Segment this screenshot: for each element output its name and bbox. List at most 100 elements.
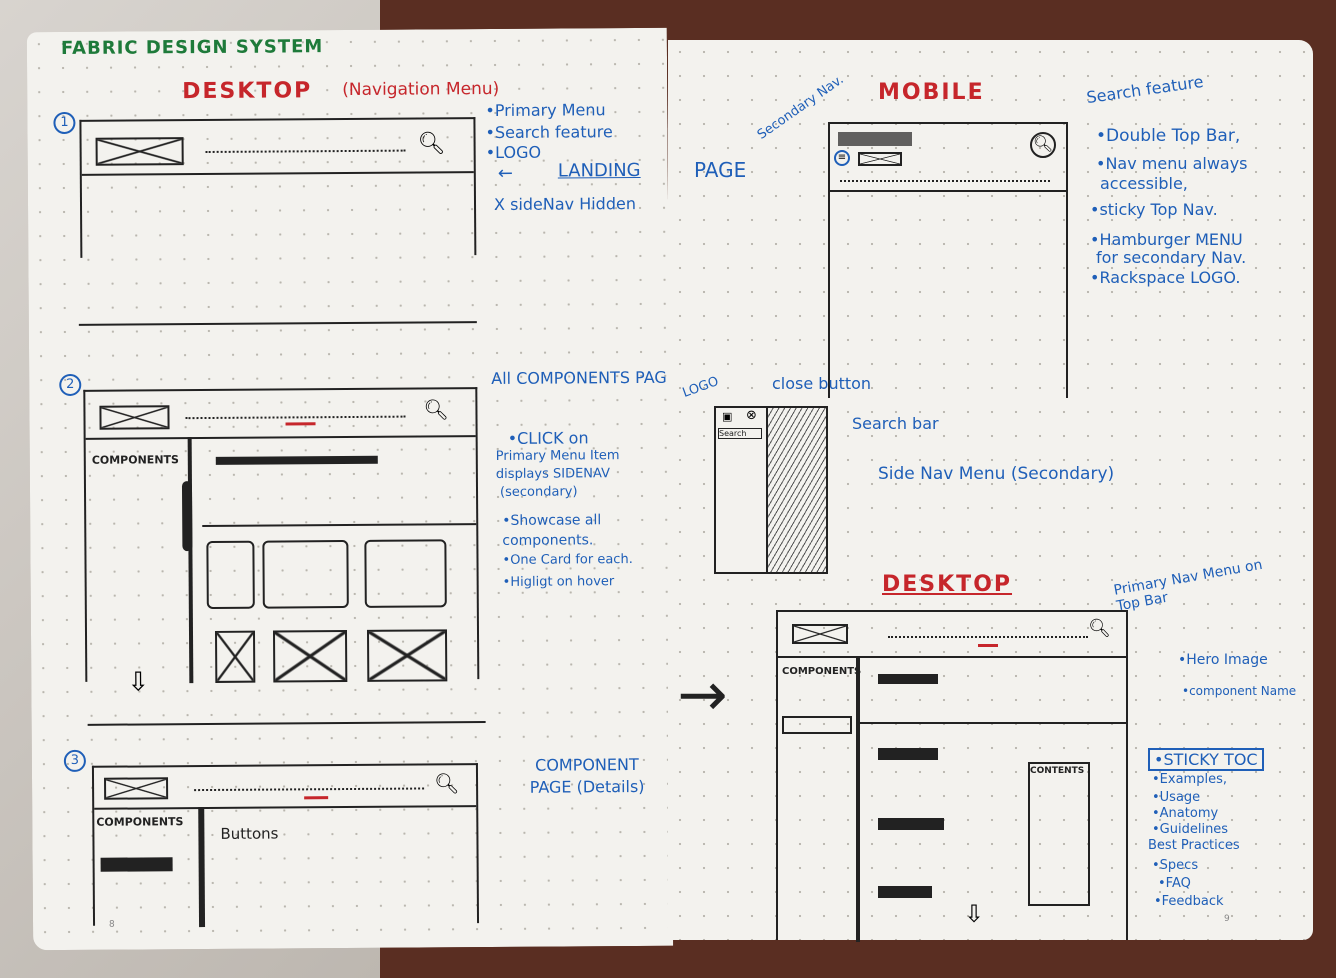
wireframe-all-components: 🔍︎ COMPONENTS — [83, 387, 480, 684]
section-heading-sketch — [878, 818, 944, 830]
note-logo: •LOGO — [485, 142, 542, 163]
search-feature-label: Search feature — [1085, 71, 1205, 108]
side-nav-label: Side Nav Menu (Secondary) — [878, 464, 1115, 484]
component-title: Buttons — [220, 824, 279, 843]
top-bar-divider — [85, 435, 476, 440]
note-line: displays SIDENAV — [495, 466, 611, 482]
primary-nav-note: Primary Nav Menu on Top Bar — [1112, 556, 1264, 615]
toc-box: CONTENTS — [1028, 762, 1090, 906]
note-line: •Usage — [1152, 790, 1201, 805]
notebook-left-page: FABRIC DESIGN SYSTEM DESKTOP (Navigation… — [26, 27, 677, 951]
section-divider — [87, 721, 486, 726]
landing-label: LANDING — [557, 159, 641, 182]
note-line: •CLICK on — [507, 428, 589, 448]
sidebar-divider — [856, 656, 860, 942]
primary-menu-sketch — [205, 149, 406, 153]
section-number-2: 2 — [59, 373, 82, 397]
close-button-label: close button — [772, 374, 872, 393]
primary-menu-sketch — [194, 787, 425, 792]
note-line: •Guidelines — [1152, 822, 1229, 837]
note-line: •Anatomy — [1152, 806, 1219, 821]
desktop-heading: DESKTOP — [182, 78, 313, 105]
sidebar-label: COMPONENTS — [91, 453, 179, 467]
primary-menu-sketch — [840, 180, 1050, 182]
page-number: 9 — [1224, 914, 1230, 924]
hero-image-note: •Hero Image — [1178, 652, 1268, 668]
selected-sidebar-item — [782, 716, 852, 734]
page-label: PAGE — [694, 158, 747, 182]
wireframe-component-detail-desktop: 🔍︎ COMPONENTS CONTENTS — [776, 610, 1128, 942]
wireframe-landing: 🔍︎ — [79, 117, 477, 258]
component-card — [364, 539, 447, 608]
logo-placeholder — [858, 152, 902, 166]
arrow-icon: ↗ — [660, 652, 746, 738]
mobile-heading: MOBILE — [878, 80, 985, 105]
note-line: •One Card for each. — [502, 552, 633, 568]
sidebar-label: COMPONENTS — [782, 666, 862, 677]
sidebar-divider — [198, 807, 206, 928]
drawer-search-field: Search — [718, 428, 762, 439]
note-line: •FAQ — [1158, 876, 1191, 891]
hero-title-sketch — [878, 674, 938, 684]
drawer-panel: ▣ ⊗ Search — [716, 408, 768, 572]
note-primary-menu: •Primary Menu — [485, 100, 606, 121]
secondary-bar-sketch — [838, 132, 912, 146]
logo-placeholder — [99, 405, 170, 430]
top-bar-divider — [94, 805, 477, 810]
desktop-heading-right: DESKTOP — [882, 572, 1013, 597]
note-line: •Specs — [1152, 858, 1199, 873]
search-icon: 🔍︎ — [1030, 132, 1056, 158]
sidebar-label: COMPONENTS — [96, 815, 184, 829]
note-line: •Double Top Bar, — [1096, 126, 1241, 146]
scroll-arrow-icon: ⇩ — [127, 667, 150, 698]
note-line: Primary Menu Item — [495, 448, 620, 464]
drawer-logo: ▣ — [722, 410, 733, 423]
note-line: •Nav menu always — [1096, 154, 1248, 173]
contents-label: CONTENTS — [1030, 766, 1085, 776]
note-line: •Showcase all — [502, 512, 602, 529]
component-card — [206, 540, 255, 610]
landing-arrow-icon: ← — [497, 162, 513, 184]
note-line: •sticky Top Nav. — [1090, 200, 1218, 219]
top-bar-divider — [81, 171, 474, 176]
note-line: •Feedback — [1154, 894, 1224, 909]
search-icon: 🔍︎ — [1088, 618, 1111, 639]
note-line: components. — [502, 532, 594, 549]
top-bar-divider — [778, 656, 1126, 658]
note-line: (secondary) — [499, 484, 578, 500]
note-line: •STICKY TOC — [1148, 748, 1264, 771]
component-card — [272, 630, 348, 683]
primary-menu-sketch — [185, 415, 406, 420]
search-icon: 🔍︎ — [417, 131, 446, 157]
note-line: Best Practices — [1148, 838, 1240, 853]
note-line: for secondary Nav. — [1096, 248, 1247, 267]
note-line: •Rackspace LOGO. — [1090, 268, 1241, 287]
desktop-heading-note: (Navigation Menu) — [342, 78, 500, 101]
sidenav-hidden-note: X sideNav Hidden — [493, 193, 637, 214]
logo-placeholder — [104, 777, 169, 800]
component-card — [214, 630, 256, 683]
note-search-feature: •Search feature — [485, 122, 613, 143]
sidebar-divider — [187, 437, 194, 684]
active-menu-highlight — [285, 422, 316, 426]
page-number: 8 — [109, 919, 115, 930]
section-number-1: 1 — [53, 111, 76, 135]
wireframe-mobile-drawer: ▣ ⊗ Search — [714, 406, 828, 574]
scroll-arrow-icon: ⇩ — [964, 900, 985, 928]
drawer-logo-label: LOGO — [680, 374, 721, 401]
section-heading-sketch — [878, 748, 938, 760]
logo-placeholder — [95, 137, 184, 166]
primary-menu-sketch — [888, 636, 1088, 638]
hero-divider — [202, 523, 477, 528]
close-icon: ⊗ — [746, 408, 757, 423]
notebook-right-page: MOBILE Secondary Nav. Search feature ≡ 🔍… — [661, 40, 1313, 942]
wireframe-component-page: 🔍︎ COMPONENTS Buttons — [91, 763, 480, 928]
search-icon: 🔍︎ — [423, 397, 449, 422]
section-heading-sketch — [878, 886, 932, 898]
component-card — [366, 629, 448, 682]
logo-placeholder — [792, 624, 848, 644]
search-bar-label: Search bar — [852, 414, 939, 433]
hero-divider — [860, 722, 1126, 724]
active-menu-highlight — [304, 796, 329, 800]
note-line: •Higligt on hover — [502, 574, 615, 590]
